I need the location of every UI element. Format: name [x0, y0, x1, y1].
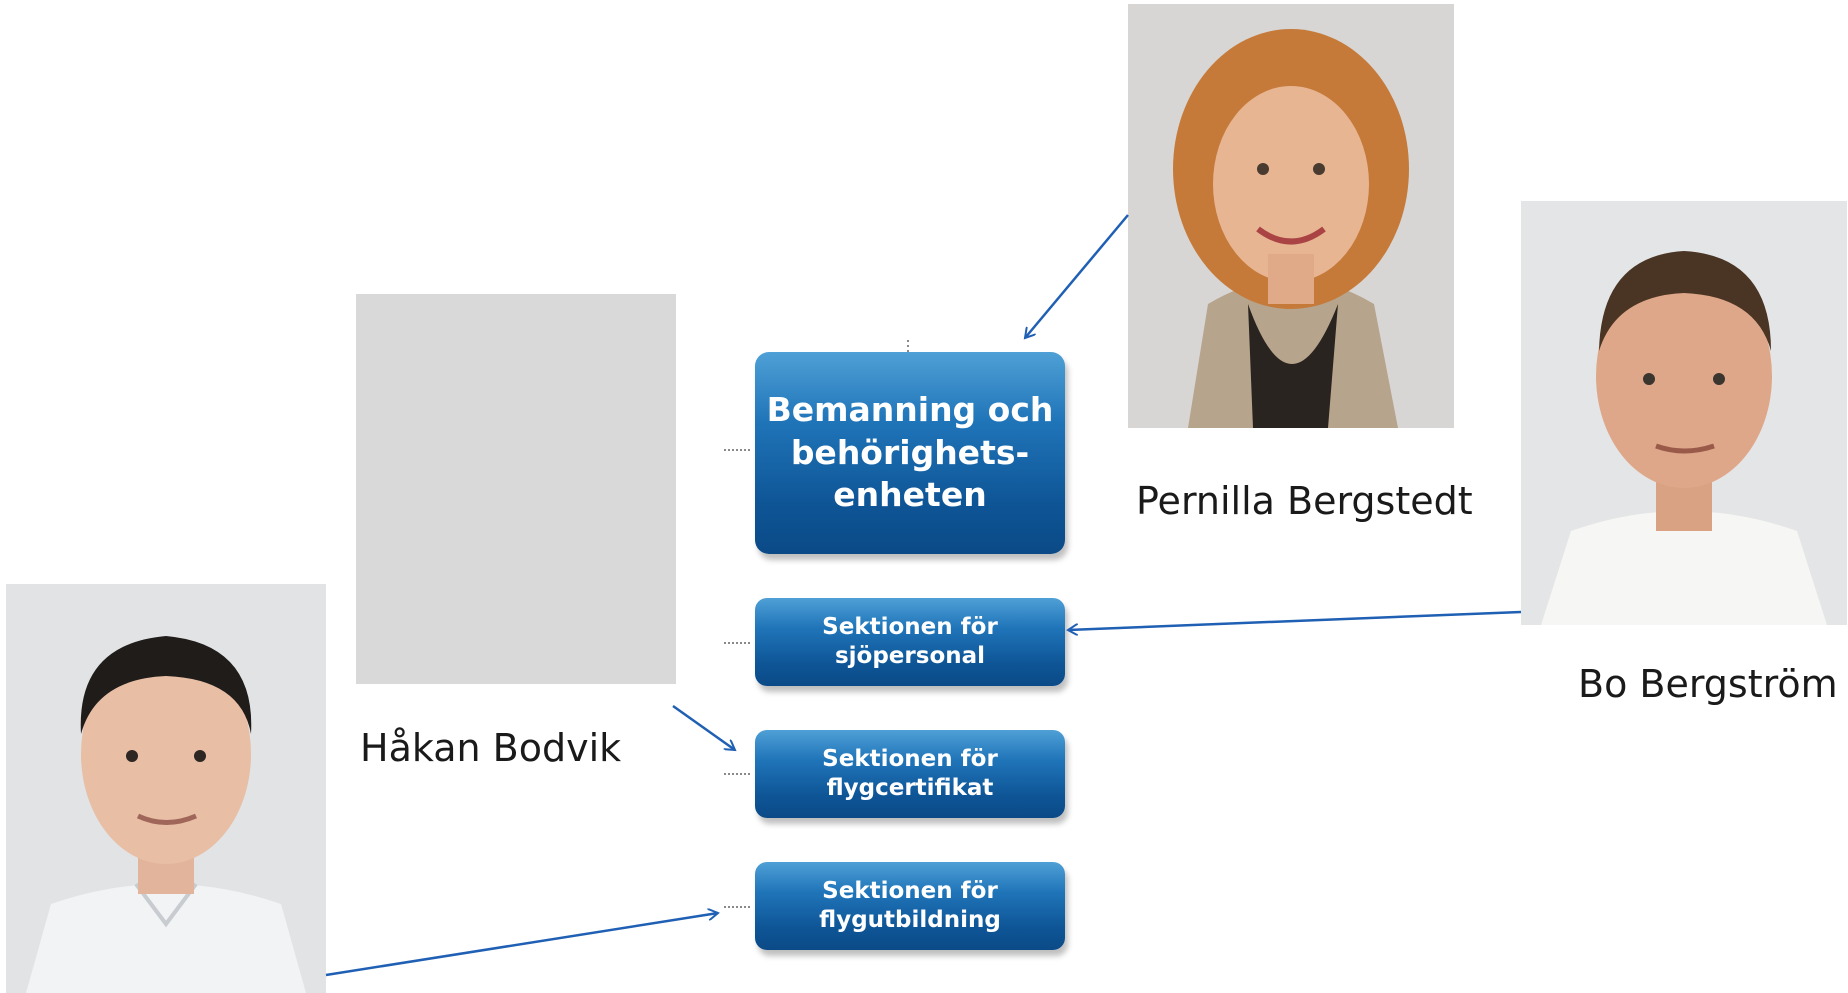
unit-bemanning-och-behorighetsenheten: Bemanning och behörighets- enheten	[755, 352, 1065, 554]
arrow-placeholder-to-flygcertifikat	[672, 704, 735, 750]
connector-stub-sjopersonal	[724, 642, 750, 644]
section-flygcertifikat: Sektionen för flygcertifikat	[755, 730, 1065, 818]
connector-stub-flygutbildning	[724, 906, 750, 908]
photo-bo-bergstrom	[1521, 201, 1847, 625]
photo-left-person	[6, 584, 326, 993]
arrow-left-person-to-flygutbildning	[325, 913, 718, 977]
connector-stub-flygcertifikat	[724, 773, 750, 775]
arrow-bo-to-sjopersonal	[1068, 610, 1522, 630]
name-bo-bergstrom: Bo Bergström	[1578, 662, 1838, 706]
photo-pernilla-bergstedt	[1128, 4, 1454, 428]
section-label-line-1: Sektionen för	[822, 614, 998, 641]
arrow-pernilla-to-main	[1025, 214, 1129, 338]
section-label-line-1: Sektionen för	[822, 746, 998, 773]
unit-title-line-3: enheten	[833, 475, 987, 515]
section-flygutbildning: Sektionen för flygutbildning	[755, 862, 1065, 950]
unit-title-line-2: behörighets-	[790, 432, 1030, 472]
section-label-line-1: Sektionen för	[822, 878, 998, 905]
section-label-line-2: sjöpersonal	[834, 643, 986, 669]
photo-placeholder	[356, 294, 676, 684]
section-label-line-2: flygutbildning	[819, 907, 1001, 933]
name-hakan-bodvik: Håkan Bodvik	[360, 726, 622, 770]
connector-stub-main	[724, 449, 750, 451]
name-pernilla-bergstedt: Pernilla Bergstedt	[1136, 479, 1473, 523]
unit-title-line-1: Bemanning och	[766, 389, 1054, 429]
section-sjopersonal: Sektionen för sjöpersonal	[755, 598, 1065, 686]
section-label-line-2: flygcertifikat	[826, 775, 994, 801]
